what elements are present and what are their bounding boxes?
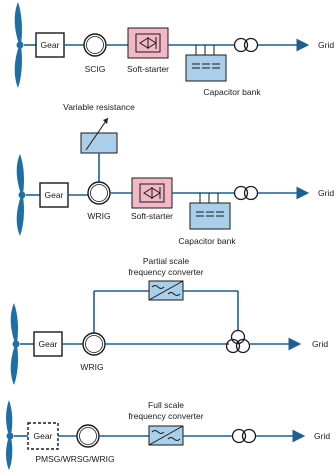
gearbox-box [39, 182, 69, 208]
grid-label: Grid [314, 431, 330, 441]
turbine-rotor-icon [16, 154, 26, 236]
generator-label: PMSG/WRSG/WRIG [35, 454, 114, 464]
converter-icon [148, 280, 184, 301]
thyristor-icon [139, 183, 165, 203]
gearbox-label: Gear [39, 339, 58, 349]
generator-icon [87, 181, 111, 205]
turbine-rotor-icon [10, 303, 20, 385]
generator-label: SCIG [85, 64, 106, 74]
converter-icon [148, 425, 184, 446]
generator-icon [76, 424, 100, 448]
grid-label: Grid [318, 40, 334, 50]
capacitor-icon [192, 63, 220, 69]
soft-starter-label: Soft-starter [127, 64, 169, 74]
variable-resistance-arrow [85, 117, 109, 151]
gearbox-label: Gear [41, 40, 60, 50]
generator-label: WRIG [80, 362, 103, 372]
capacitor-bank-label: Capacitor bank [203, 87, 261, 97]
soft-starter-label: Soft-starter [131, 211, 173, 221]
generator-icon [82, 332, 106, 356]
converter-label-line2: frequency converter [128, 411, 203, 421]
three-winding-transformer-icon [225, 329, 251, 354]
generator-icon [83, 33, 107, 57]
capacitor-icon [196, 211, 224, 217]
gearbox-label: Gear [45, 190, 64, 200]
diagram-full-converter: Full scale frequency converter Gear PMSG… [6, 400, 330, 470]
diagram-wrig-variable-resistance: Variable resistance Gear WRIG Soft-start… [16, 102, 334, 246]
generator-label: WRIG [87, 211, 110, 221]
transformer-icon [233, 185, 259, 201]
variable-resistance-label: Variable resistance [63, 102, 135, 112]
transformer-icon [233, 37, 259, 53]
transformer-icon [231, 428, 257, 444]
turbine-rotor-icon [14, 2, 24, 88]
gearbox-label: Gear [34, 431, 53, 441]
converter-label-line1: Full scale [148, 400, 184, 410]
grid-label: Grid [312, 339, 328, 349]
converter-label-line1: Partial scale [143, 256, 190, 266]
thyristor-icon [135, 33, 161, 53]
converter-label-line2: frequency converter [128, 267, 203, 277]
turbine-rotor-icon [6, 400, 14, 470]
diagram-scig: Gear SCIG Soft-starter Capacitor bank [14, 2, 334, 97]
capacitor-bank-label: Capacitor bank [178, 236, 236, 246]
grid-label: Grid [318, 188, 334, 198]
diagram-wrig-partial-converter: Partial scale frequency converter Gear W… [10, 256, 328, 385]
